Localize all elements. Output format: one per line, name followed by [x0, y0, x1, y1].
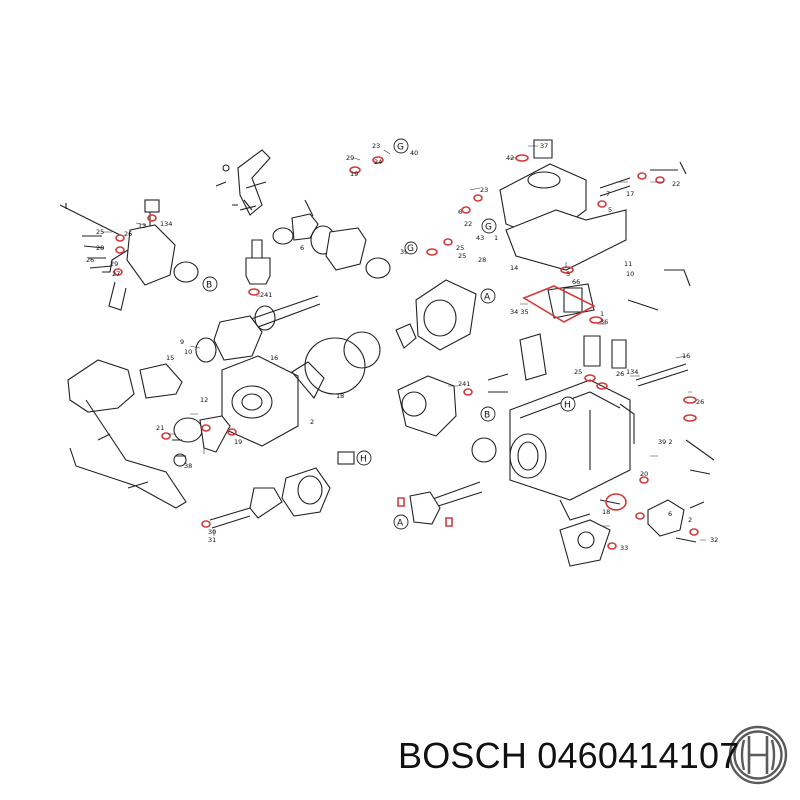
ref-letter: H	[564, 401, 571, 411]
callout: 33	[620, 544, 628, 552]
callout: 22	[464, 220, 472, 228]
callout: 19	[350, 170, 358, 178]
ref-letter: G	[485, 223, 492, 233]
callout-labels: 37 42 29 23 40 24 19 23 6 22 25 7 17 22 …	[86, 142, 718, 552]
callout: 37	[540, 142, 548, 150]
callout: 2	[688, 516, 692, 524]
callout: 6	[458, 208, 462, 216]
callout: 25	[96, 228, 104, 236]
ref-letter: B	[206, 281, 212, 291]
callout: 241	[260, 291, 272, 299]
callout: 2	[310, 418, 314, 426]
plunger-stack	[519, 283, 627, 381]
callout: 10	[184, 348, 192, 356]
governor-cover-head	[499, 139, 687, 271]
callout: 26	[124, 230, 132, 238]
seals	[113, 154, 699, 550]
callout: 14	[510, 264, 518, 272]
right-fasteners	[627, 269, 715, 543]
callout: 15	[166, 354, 174, 362]
callout: 5	[566, 270, 570, 278]
callout: 26	[616, 370, 624, 378]
stop-lever	[559, 499, 621, 567]
callout: 134	[160, 220, 172, 228]
pump-housing-left	[67, 337, 366, 509]
callout: 25	[574, 368, 582, 376]
cam-ring	[343, 279, 477, 369]
callout: 42	[506, 154, 514, 162]
callout: 18	[602, 508, 610, 516]
callout: 12	[200, 396, 208, 404]
callout: 29	[110, 260, 118, 268]
callout: 17	[626, 190, 634, 198]
callout: 31	[208, 536, 216, 544]
plunger-spring	[245, 239, 271, 285]
callout: 32	[710, 536, 718, 544]
ref-letter: H	[360, 455, 367, 465]
callout: 7	[606, 190, 610, 198]
callout: 30	[208, 528, 216, 536]
bosch-armature-icon	[728, 725, 788, 785]
callout: 24	[374, 158, 382, 166]
callout: 38	[184, 462, 192, 470]
brand-name: BOSCH	[398, 735, 528, 776]
distributor-pump-body	[397, 373, 509, 525]
callout: 25	[458, 252, 466, 260]
callout: 1	[494, 234, 498, 242]
callout: 241	[458, 380, 470, 388]
callout: 10	[626, 270, 634, 278]
product-caption: BOSCH 0460414107	[398, 735, 739, 777]
pump-housing-main	[509, 379, 635, 521]
ref-letter: B	[484, 411, 490, 421]
callout: 134	[626, 368, 638, 376]
callout: 13	[138, 222, 146, 230]
callout: 20	[640, 470, 648, 478]
callout: 26	[86, 256, 94, 264]
callout: 43	[476, 234, 484, 242]
callout: 28	[478, 256, 486, 264]
reference-markers: G G G B B A A H H	[202, 138, 576, 530]
solenoid-valve-group	[59, 199, 199, 311]
callout: 19	[234, 438, 242, 446]
callout: 39	[400, 248, 408, 256]
part-number: 0460414107	[537, 735, 740, 776]
callout: 40	[410, 149, 418, 157]
callout: 36	[600, 318, 608, 326]
timer-gear-assembly	[209, 451, 355, 529]
leader-lines	[102, 145, 706, 541]
lever-bracket	[215, 149, 271, 216]
callout: 9	[180, 338, 184, 346]
callout: 18	[336, 392, 344, 400]
callout: 5	[608, 206, 612, 214]
callout: 27	[112, 270, 120, 278]
callout: 6	[668, 510, 672, 518]
callout: 21	[156, 424, 164, 432]
callout: 23	[372, 142, 380, 150]
ref-letter: A	[484, 293, 491, 303]
callout: 16	[682, 352, 690, 360]
callout: 6	[300, 244, 304, 252]
callout: 22	[672, 180, 680, 188]
drive-shaft-upper	[213, 295, 321, 361]
callout: 1	[600, 310, 604, 318]
callout: 34 35	[510, 308, 529, 316]
ref-letter: G	[407, 244, 414, 254]
callout: 39 2	[658, 438, 672, 446]
ref-letter: A	[397, 519, 404, 529]
callout: 16	[270, 354, 278, 362]
callout: 25	[456, 244, 464, 252]
callout: 11	[624, 260, 632, 268]
governor-parts	[272, 199, 391, 279]
callout: 29	[346, 154, 354, 162]
callout: 66	[572, 278, 580, 286]
callout: 28	[96, 244, 104, 252]
callout: 23	[480, 186, 488, 194]
callout: 26	[696, 398, 704, 406]
ref-letter: G	[397, 143, 404, 153]
